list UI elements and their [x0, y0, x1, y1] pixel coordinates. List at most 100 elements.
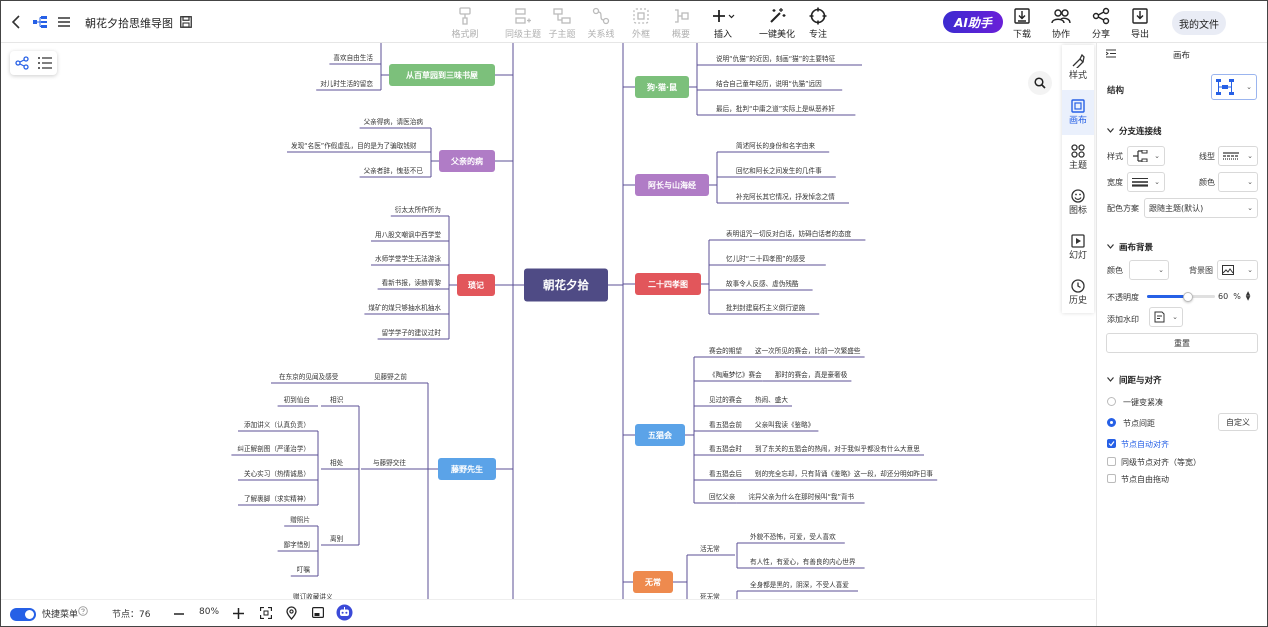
bg-image-select[interactable]: ⌄ [1217, 260, 1258, 280]
leaf-text-6-3[interactable]: 补充阿长其它情况，抒发悼念之情 [736, 192, 835, 201]
leaf-text-7-4[interactable]: 批判封建腐朽主义倒行逆施 [726, 303, 806, 312]
wuchang-leaf-2-1[interactable]: 全身都是黑的，阴深，不受人喜爱 [750, 580, 849, 589]
central-topic[interactable]: 朝花夕拾 [524, 268, 608, 302]
leaf-text-3-4[interactable]: 看新书报，读赫胥黎 [382, 278, 442, 287]
zoom-level[interactable]: 80% [199, 607, 220, 617]
export-button[interactable]: 导出 [1120, 7, 1160, 40]
pair-key-4[interactable]: 看五猖会前 [709, 420, 742, 429]
sibling-topic-button[interactable]: 同级主题 [503, 7, 543, 40]
opacity-stepper-icon[interactable]: ▲▼ [1245, 290, 1251, 302]
pair-value-1[interactable]: 这一次所见的赛会，比前一次繁盛些 [755, 346, 861, 355]
outline-view-icon[interactable] [33, 51, 56, 75]
leaf-text-2-2[interactable]: 发现“名医”作假虚乱，目的是为了骗取钱财 [291, 141, 417, 150]
branch-node-5[interactable]: 狗·猫·鼠 [635, 76, 689, 98]
subgroup-leaf-2-3[interactable]: 关心实习（热情诚恳） [244, 469, 310, 478]
insert-button[interactable]: 插入 [703, 7, 743, 40]
subgroup-leaf-2-4[interactable]: 了解裹脚（求实精神） [244, 494, 310, 503]
reset-button[interactable]: 重置 [1106, 333, 1258, 353]
fit-screen-icon[interactable] [259, 606, 273, 622]
collaborate-button[interactable]: 协作 [1041, 7, 1081, 40]
branch-node-2[interactable]: 父亲的病 [439, 150, 495, 172]
pair-value-7[interactable]: 诧异父亲为什么在那时候叫“我”背书 [748, 492, 854, 501]
document-title[interactable]: 朝花夕拾思维导图 [85, 17, 173, 30]
quick-menu-toggle[interactable] [10, 608, 36, 621]
pair-key-7[interactable]: 回忆父亲 [709, 492, 736, 501]
auto-align-checkbox[interactable] [1107, 439, 1116, 448]
zoom-in-icon[interactable] [233, 608, 244, 622]
mindmap-canvas[interactable]: 喜欢自由生活对儿时生活的留恋从百草园到三味书屋父亲得病，请医治病发现“名医”作假… [1, 43, 1095, 599]
leaf-text-1-2[interactable]: 喜欢自由生活 [333, 53, 373, 62]
tab-icons[interactable]: 图标 [1062, 180, 1094, 225]
leaf-text-3-5[interactable]: 煤矿的煤只够抽水机抽水 [368, 303, 441, 312]
pair-value-3[interactable]: 热闹、盛大 [755, 395, 788, 404]
pair-key-6[interactable]: 看五猖会后 [709, 469, 742, 478]
ai-robot-icon[interactable] [336, 604, 353, 624]
pair-value-5[interactable]: 到了东关的五猖会的热闹，对于我似乎都没有什么大意思 [755, 444, 920, 453]
bg-collapse-icon[interactable] [1107, 242, 1114, 251]
leaf-text-3-3[interactable]: 水师学堂学生无法游泳 [375, 254, 441, 263]
focus-button[interactable]: 专注 [798, 7, 838, 40]
leaf-text-7-1[interactable]: 表明诅咒一切反对白话，妨碍白话者的态度 [726, 229, 852, 238]
beautify-button[interactable]: 一键美化 [757, 7, 797, 40]
subgroup-leaf-3-1[interactable]: 赠照片 [290, 515, 310, 524]
leaf-text-2-1[interactable]: 父亲得病，请医治病 [364, 117, 424, 126]
subgroup-label-3[interactable]: 离别 [330, 534, 344, 543]
subgroup-leaf-2-2[interactable]: 纠正解剖图（严谨治学） [237, 444, 310, 453]
download-button[interactable]: 下载 [1002, 7, 1042, 40]
collapse-panel-icon[interactable] [1105, 49, 1116, 60]
branch-node-4[interactable]: 藤野先生 [438, 458, 496, 480]
leaf-text-6-1[interactable]: 简述阿长的身份和名字由来 [736, 141, 816, 150]
wuchang-group-1[interactable]: 活无常 [700, 544, 720, 553]
leaf-text-3-6[interactable]: 留学学子的建议过时 [382, 328, 442, 337]
spacing-collapse-icon[interactable] [1107, 375, 1114, 384]
branch-node-1[interactable]: 从百草园到三味书屋 [389, 64, 495, 86]
my-files-button[interactable]: 我的文件 [1172, 11, 1226, 35]
pair-key-3[interactable]: 见过的赛会 [709, 395, 742, 404]
line-type-select[interactable]: ⌄ [1218, 146, 1258, 166]
pair-key-5[interactable]: 看五猖会时 [709, 444, 742, 453]
zoom-out-icon[interactable] [174, 609, 184, 622]
save-icon[interactable] [179, 13, 193, 31]
leaf-text-7-3[interactable]: 故事令人反感、虚伪残酷 [726, 279, 799, 288]
branch-node-6[interactable]: 阿长与山海经 [635, 174, 709, 196]
pair-value-4[interactable]: 父亲叫我读《鉴略》 [755, 420, 814, 429]
watermark-select[interactable]: ⌄ [1149, 307, 1183, 327]
leaf-text-5-2[interactable]: 说明“仇猫”的近因，刻画“猫”的主要特征 [716, 54, 836, 63]
structure-select[interactable]: ⌄ [1211, 74, 1257, 100]
subgroup-leaf-3-2[interactable]: 鄙字惜别 [284, 540, 311, 549]
outline-logo-icon[interactable] [32, 13, 48, 31]
tab-style[interactable]: 样式 [1062, 45, 1094, 90]
leaf-text-7-2[interactable]: 忆儿时“二十四孝图”的感受 [726, 254, 806, 263]
free-drag-checkbox[interactable] [1107, 474, 1116, 483]
group-label-2[interactable]: 与藤野交往 [373, 458, 406, 467]
child-topic-button[interactable]: 子主题 [542, 7, 582, 40]
subgroup-label-1[interactable]: 相识 [330, 395, 344, 404]
group-leaf-3[interactable]: 赠订收藏讲义 [293, 592, 333, 599]
wuchang-leaf-1-2[interactable]: 有人性，有爱心，有善良的内心世界 [750, 557, 856, 566]
relation-line-button[interactable]: 关系线 [581, 7, 621, 40]
node-spacing-radio[interactable] [1107, 418, 1116, 427]
line-color-select[interactable]: ⌄ [1218, 172, 1258, 192]
leaf-text-5-4[interactable]: 最后，批判“中庸之道”实际上是纵恶养奸 [716, 104, 835, 113]
tab-slides[interactable]: 幻灯 [1062, 225, 1094, 270]
outer-frame-button[interactable]: 外框 [621, 7, 661, 40]
branch-node-3[interactable]: 琐记 [457, 274, 495, 296]
subgroup-leaf-2-1[interactable]: 添加讲义（认真负责） [244, 420, 310, 429]
minimap-icon[interactable] [312, 607, 325, 621]
menu-icon[interactable] [57, 13, 71, 31]
sibling-align-checkbox[interactable] [1107, 457, 1116, 466]
branch-collapse-icon[interactable] [1107, 126, 1114, 135]
pair-key-1[interactable]: 赛会的期望 [709, 346, 742, 355]
subgroup-leaf-1-1[interactable]: 初到仙台 [284, 395, 311, 404]
opacity-slider-handle[interactable] [1182, 291, 1193, 302]
custom-spacing-button[interactable]: 自定义 [1218, 413, 1258, 431]
locate-icon[interactable] [286, 606, 297, 623]
opacity-slider[interactable] [1147, 291, 1215, 302]
help-icon[interactable] [78, 606, 88, 619]
branch-style-select[interactable]: ⌄ [1127, 146, 1165, 166]
summary-button[interactable]: 概要 [661, 7, 701, 40]
group-leaf-1[interactable]: 在东京的见闻及感受 [279, 372, 339, 381]
compact-radio[interactable] [1107, 397, 1116, 406]
line-width-select[interactable]: ⌄ [1127, 172, 1165, 192]
leaf-text-5-3[interactable]: 结合自己童年经历，说明“仇猫”远因 [716, 79, 822, 88]
